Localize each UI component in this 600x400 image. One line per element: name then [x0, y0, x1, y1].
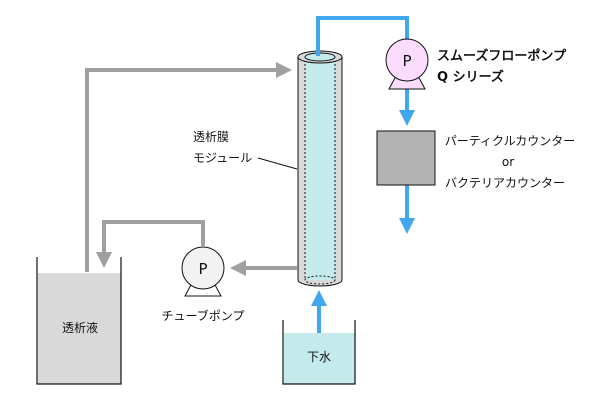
dialysate-label: 透析液 [62, 320, 98, 335]
counter-or-label: or [502, 155, 514, 169]
pump-symbol: P [198, 260, 207, 278]
membrane-module-label-1: 透析膜 [193, 130, 229, 144]
module-to-smooth-pump-line [316, 16, 409, 56]
counter-box [376, 130, 436, 186]
smooth-pump-label-1: スムーズフローポンプ [437, 48, 567, 64]
dialysate-tank: 透析液 [36, 257, 122, 385]
sewage-label: 下水 [307, 350, 331, 364]
membrane-module-label-2: モジュール [193, 151, 252, 165]
sewage-tank: 下水 [282, 320, 356, 385]
pump-symbol: P [402, 52, 411, 70]
module-leader-line [257, 157, 298, 170]
smooth-flow-pump: P [385, 38, 429, 90]
membrane-module [297, 50, 343, 287]
tube-pump: P [181, 246, 225, 297]
counter-label-2: バクテリアカウンター [445, 176, 565, 190]
counter-label-1: パーティクルカウンター [445, 134, 576, 148]
smooth-pump-label-2: Q シリーズ [437, 69, 504, 85]
dialysate-return-line [96, 220, 205, 268]
dialysate-supply-line [85, 62, 292, 272]
tube-pump-label: チューブポンプ [162, 308, 245, 323]
